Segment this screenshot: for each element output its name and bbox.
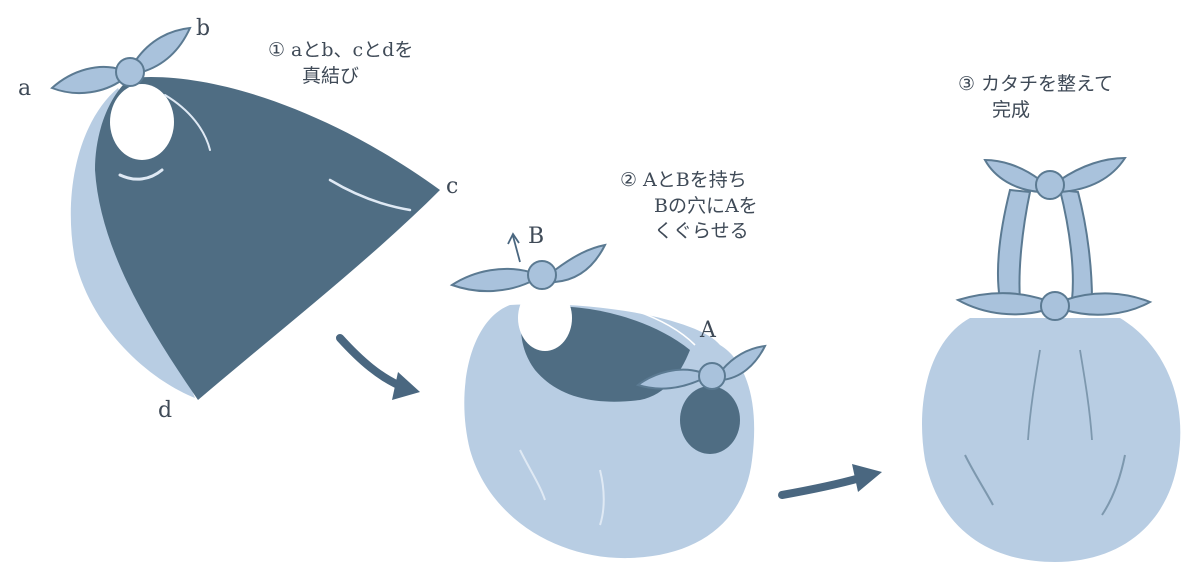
finished-bag-body bbox=[922, 318, 1181, 562]
knot-ear-left bbox=[50, 65, 123, 95]
corner-label-d: d bbox=[158, 398, 173, 423]
knot-center bbox=[115, 57, 145, 87]
finished-knot-lower bbox=[1040, 291, 1070, 321]
handle-label-B: B bbox=[528, 224, 545, 249]
pull-arrow-icon bbox=[544, 289, 696, 346]
handle-left bbox=[997, 188, 1032, 301]
handle-right bbox=[1058, 188, 1094, 301]
step2-bag-illustration bbox=[449, 232, 767, 559]
knot-ear-right bbox=[134, 26, 192, 74]
knot-hole bbox=[110, 84, 174, 160]
handle-label-A: A bbox=[700, 318, 716, 343]
curved-arrow-icon bbox=[336, 334, 420, 400]
bag-hole-B bbox=[518, 285, 572, 351]
knot-A bbox=[698, 362, 726, 390]
corner-label-a: a bbox=[18, 76, 32, 101]
corner-label-b: b bbox=[196, 16, 211, 41]
step1-cloth-illustration bbox=[50, 26, 440, 400]
corner-label-c: c bbox=[446, 174, 459, 199]
knot-B bbox=[527, 260, 557, 290]
cloth-front-layer bbox=[95, 76, 440, 400]
bag-dark-pocket bbox=[680, 386, 740, 454]
step3-bag-illustration bbox=[922, 156, 1181, 562]
finished-knot-top bbox=[1035, 170, 1065, 200]
curved-arrow-icon bbox=[778, 464, 882, 499]
